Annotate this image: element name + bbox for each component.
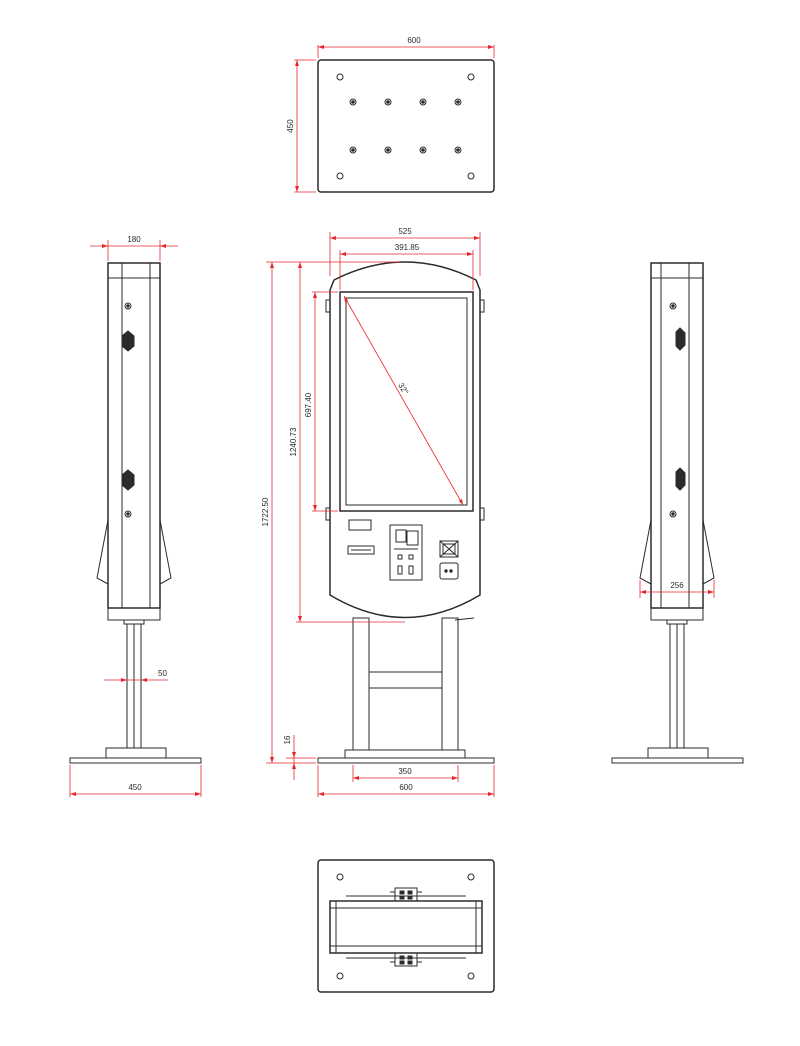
- bottom-view: [317, 859, 495, 993]
- dim-label: 525: [398, 227, 412, 236]
- right-wing: [159, 519, 172, 585]
- left-side-view: 180 50 450: [69, 235, 202, 797]
- dim-screen-width: 391.85: [339, 243, 474, 290]
- dim-base-height: 16: [283, 735, 316, 780]
- card-slot: [347, 545, 375, 555]
- stand-leg-left: [352, 617, 370, 751]
- bottom-plate: [317, 859, 495, 993]
- dim-label: 450: [286, 119, 295, 133]
- touch-screen-frame: [339, 291, 474, 512]
- dim-side-base: 450: [69, 765, 202, 797]
- side-button: [669, 302, 677, 310]
- bracket-top: [390, 887, 422, 902]
- top-plate: [317, 59, 495, 193]
- front-base: [317, 757, 495, 764]
- dim-pole-width: 50: [104, 669, 168, 682]
- left-wing: [96, 519, 109, 585]
- side-button: [124, 302, 132, 310]
- speaker-grille-icon: [675, 327, 686, 351]
- dim-label: 256: [670, 581, 684, 590]
- top-view: 600 450: [286, 36, 495, 193]
- speaker-grille-icon: [675, 467, 686, 491]
- bottom-body: [329, 900, 483, 954]
- side-base: [611, 757, 744, 764]
- side-button: [124, 510, 132, 518]
- kiosk-body: [329, 261, 481, 619]
- stand-leg-right: [441, 617, 459, 751]
- dim-label: 32": [396, 381, 410, 396]
- touch-screen: [345, 297, 468, 506]
- dim-screen-height: 697.40: [304, 291, 338, 512]
- side-body: [107, 262, 161, 609]
- side-body: [650, 262, 704, 609]
- front-view: 525 391.85 32" 697.40: [261, 227, 495, 797]
- dim-stand-width: 350: [352, 765, 459, 782]
- dim-label: 1722.50: [261, 497, 270, 526]
- bottom-corner-holes: [336, 873, 475, 980]
- top-corner-holes: [336, 73, 475, 180]
- dim-label: 180: [127, 235, 141, 244]
- dim-label: 16: [283, 735, 292, 744]
- dim-label: 600: [399, 783, 413, 792]
- nfc-reader: [439, 562, 459, 580]
- bracket-bottom: [390, 952, 422, 967]
- speaker-grille-icon: [121, 469, 135, 491]
- right-wing: [702, 519, 715, 585]
- side-base: [69, 757, 202, 764]
- left-wing: [639, 519, 652, 585]
- dim-label: 1240.73: [289, 427, 298, 456]
- dim-label: 391.85: [395, 243, 420, 252]
- dim-base-width: 600: [317, 765, 495, 797]
- dim-front-width: 525: [329, 227, 481, 276]
- qr-scanner-icon: [439, 540, 459, 558]
- stand-crossbar: [368, 671, 443, 689]
- dim-total-height: 1722.50: [261, 261, 316, 764]
- payment-terminal: [389, 524, 423, 581]
- top-mounting-holes: [349, 98, 462, 154]
- dim-top-width: 600: [317, 36, 495, 58]
- dim-label: 450: [128, 783, 142, 792]
- dim-body-height: 1240.73: [289, 261, 405, 623]
- dim-label: 600: [407, 36, 421, 45]
- right-side-view: 256: [611, 262, 744, 764]
- dim-foot-width: 256: [639, 580, 715, 598]
- dim-label: 697.40: [304, 392, 313, 417]
- dim-top-depth: 450: [286, 59, 316, 193]
- dim-label: 50: [158, 669, 167, 678]
- speaker-grille-icon: [121, 330, 135, 352]
- camera-module: [348, 519, 372, 531]
- dim-side-depth: 180: [90, 235, 178, 261]
- dim-screen-diagonal: 32": [343, 295, 464, 506]
- dim-label: 350: [398, 767, 412, 776]
- side-button: [669, 510, 677, 518]
